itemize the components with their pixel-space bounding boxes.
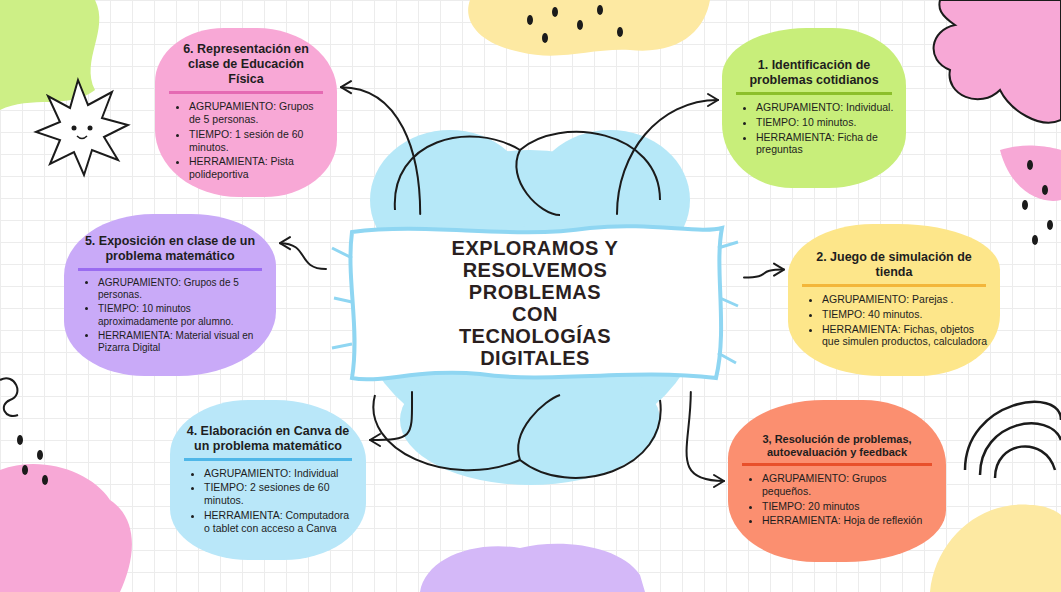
purple-blob	[420, 544, 645, 592]
activity-blob: 2. Juego de simulación de tiendaAGRUPAMI…	[788, 224, 1000, 376]
bullet-item: HERRAMIENTA: Pista polideportiva	[189, 155, 325, 181]
bullet-item: HERRAMIENTA: Computadora o tablet con ac…	[204, 509, 354, 535]
bullet-item: AGRUPAMIENTO: Grupos pequeños.	[762, 472, 934, 498]
bullet-list: AGRUPAMIENTO: Grupos de 5 personas.TIEMP…	[167, 100, 325, 183]
bullet-item: TIEMPO: 20 minutos	[762, 500, 934, 513]
arrow-connector	[744, 264, 784, 278]
activity-blob: 1. Identificación de problemas cotidiano…	[722, 28, 906, 188]
bullet-item: AGRUPAMIENTO: Parejas .	[822, 293, 988, 306]
bullet-item: TIEMPO: 40 minutos.	[822, 308, 988, 321]
bullet-item: TIEMPO: 2 sesiones de 60 minutos.	[204, 481, 354, 507]
bullet-item: HERRAMIENTA: Material visual en Pizarra …	[98, 330, 264, 354]
arrow-connector	[280, 237, 326, 269]
yellow-blob-bottom	[930, 505, 1061, 592]
activity-heading: 2. Juego de simulación de tienda	[802, 250, 986, 287]
arrow-connector	[370, 392, 412, 446]
activity-blob: 6. Representación en clase de Educación …	[155, 28, 337, 197]
title-text: EXPLORAMOS Y RESOLVEMOS PROBLEMAS CON TE…	[447, 237, 623, 369]
arrow-connector	[617, 94, 718, 214]
bullet-item: AGRUPAMIENTO: Individual	[204, 467, 354, 480]
activity-heading: 4. Elaboración en Canva de un problema m…	[184, 424, 352, 461]
bullet-item: TIEMPO: 1 sesión de 60 minutos.	[189, 128, 325, 154]
pink-flower	[934, 0, 1061, 123]
activity-heading: 5. Exposición en clase de un problema ma…	[78, 234, 262, 271]
bullet-item: HERRAMIENTA: Fichas, objetos que simulen…	[822, 323, 988, 349]
activity-heading: 3, Resolución de problemas, autoevaluaci…	[742, 433, 932, 466]
activity-heading: 1. Identificación de problemas cotidiano…	[736, 58, 892, 95]
activity-blob: 4. Elaboración en Canva de un problema m…	[170, 400, 366, 560]
arrow-connector	[687, 392, 724, 487]
activity-heading: 6. Representación en clase de Educación …	[169, 42, 323, 94]
rainbow-doodle	[965, 402, 1061, 478]
bullet-item: TIEMPO: 10 minutos aproximadamente por a…	[98, 303, 264, 327]
yellow-blob	[468, 0, 710, 56]
bullet-list: AGRUPAMIENTO: Grupos de 5 personas.TIEMP…	[76, 277, 264, 356]
title-banner: EXPLORAMOS Y RESOLVEMOS PROBLEMAS CON TE…	[330, 218, 740, 388]
bullet-item: AGRUPAMIENTO: Grupos de 5 personas.	[98, 277, 264, 301]
bullet-item: AGRUPAMIENTO: Individual.	[756, 101, 894, 114]
squiggle	[0, 378, 18, 416]
arrow-connector	[341, 81, 420, 214]
bullet-item: TIEMPO: 10 minutos.	[756, 116, 894, 129]
activity-blob: 3, Resolución de problemas, autoevaluaci…	[728, 400, 946, 562]
pink-blob	[0, 464, 132, 592]
bullet-list: AGRUPAMIENTO: Individual. TIEMPO: 10 minu…	[734, 101, 894, 158]
bullet-list: AGRUPAMIENTO: Grupos pequeños. TIEMPO: 20…	[740, 472, 934, 529]
bullet-list: AGRUPAMIENTO: IndividualTIEMPO: 2 sesion…	[182, 467, 354, 537]
pink-blob-top	[1000, 146, 1061, 201]
bullet-item: AGRUPAMIENTO: Grupos de 5 personas.	[189, 100, 325, 126]
star-doodle	[36, 80, 128, 175]
bullet-item: HERRAMIENTA: Ficha de preguntas	[756, 131, 894, 157]
bullet-list: AGRUPAMIENTO: Parejas . TIEMPO: 40 minuto…	[800, 293, 988, 350]
bullet-item: HERRAMIENTA: Hoja de reflexión	[762, 514, 934, 527]
activity-blob: 5. Exposición en clase de un problema ma…	[64, 214, 276, 376]
